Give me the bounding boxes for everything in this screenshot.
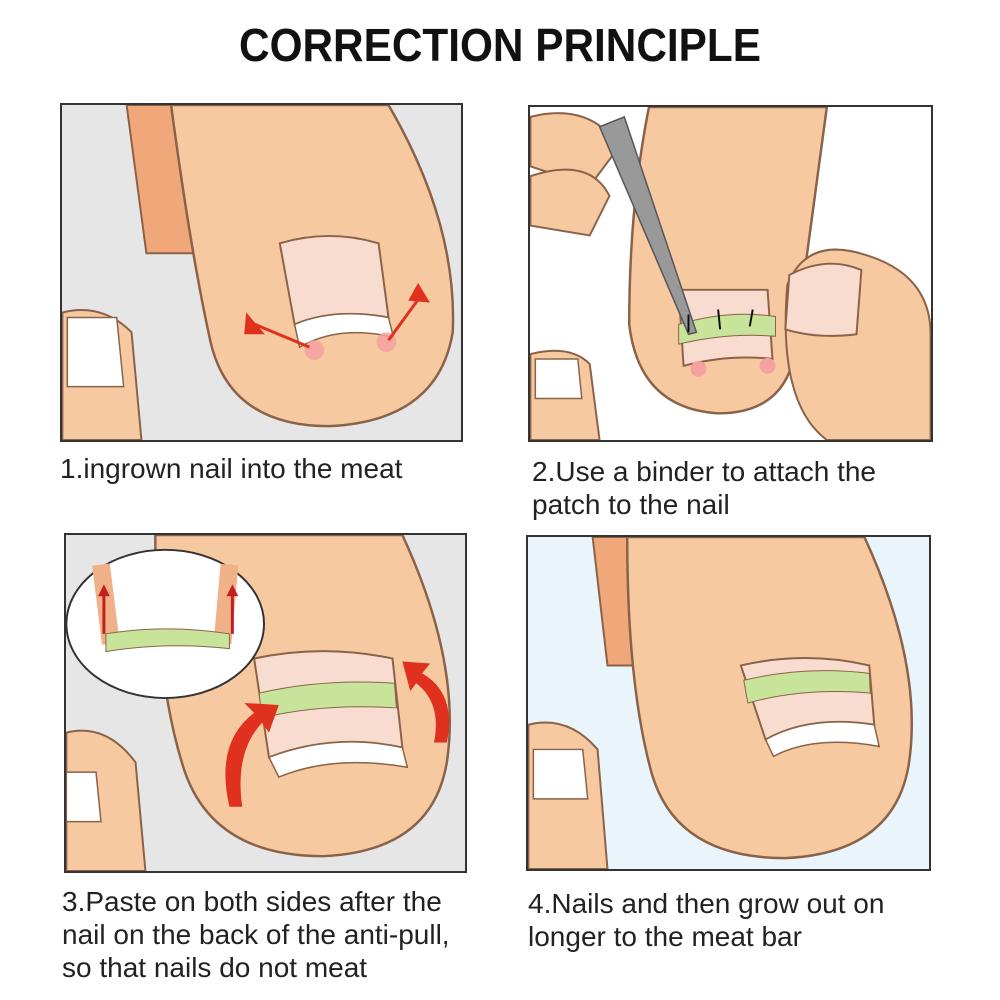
caption-line: patch to the nail <box>532 489 730 520</box>
step-2-caption: 2.Use a binder to attach the patch to th… <box>532 455 876 521</box>
caption-line: longer to the meat bar <box>528 921 802 952</box>
step-2-illustration <box>528 105 933 442</box>
page-title: CORRECTION PRINCIPLE <box>239 19 761 71</box>
caption-line: 1.ingrown nail into the meat <box>60 453 403 484</box>
caption-line: 4.Nails and then grow out on <box>528 888 885 919</box>
step-4-caption: 4.Nails and then grow out on longer to t… <box>528 887 884 953</box>
caption-line: nail on the back of the anti-pull, <box>62 919 450 950</box>
caption-line: 2.Use a binder to attach the <box>532 456 876 487</box>
step-4-illustration <box>526 535 931 871</box>
step-3-caption: 3.Paste on both sides after the nail on … <box>62 885 450 984</box>
step-1-illustration <box>60 103 463 442</box>
step-3-illustration <box>64 533 467 873</box>
step-1-caption: 1.ingrown nail into the meat <box>60 452 402 485</box>
caption-line: so that nails do not meat <box>62 952 368 983</box>
caption-line: 3.Paste on both sides after the <box>62 886 442 917</box>
